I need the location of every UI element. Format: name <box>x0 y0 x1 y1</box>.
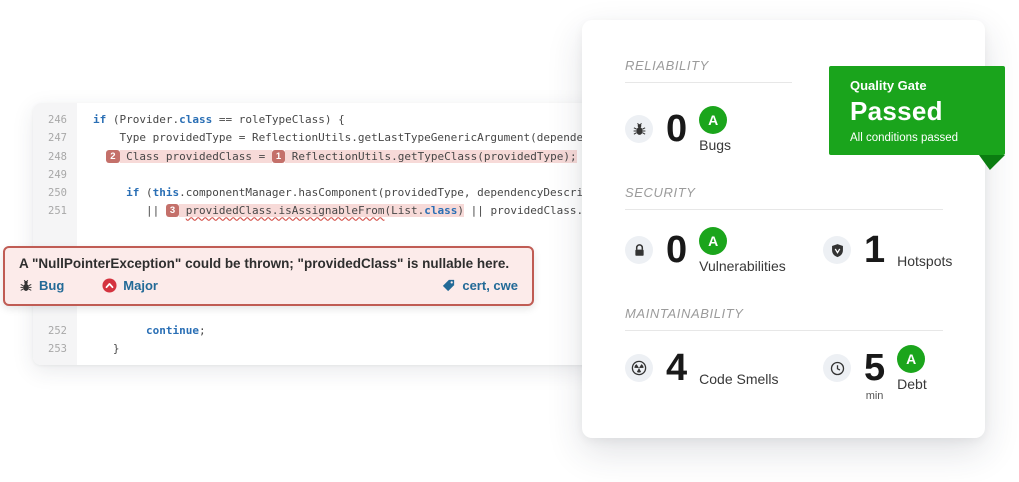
code-line: 251 || 3 providedClass.isAssignableFrom(… <box>33 202 595 220</box>
rating-badge: A <box>897 344 926 373</box>
issue-tags-label: cert, cwe <box>462 278 518 293</box>
section-title: RELIABILITY <box>625 58 709 73</box>
code-line: 249 <box>33 166 595 184</box>
metric-label-col: Hotspots <box>897 231 952 269</box>
rating-badge: A <box>699 105 728 134</box>
code-line: 252 continue; <box>33 322 595 340</box>
rating-badge: A <box>699 226 728 255</box>
code-line-text: if (this.componentManager.hasComponent(p… <box>126 186 595 200</box>
issue-tags[interactable]: cert, cwe <box>441 278 518 293</box>
metric-value: 5 <box>864 347 886 389</box>
code-line: 250 if (this.componentManager.hasCompone… <box>33 184 595 202</box>
lock-icon <box>625 236 653 264</box>
metric-value: 0 <box>666 229 688 271</box>
issue-location-chip[interactable]: 2 <box>106 149 120 163</box>
metric-value-wrap: 1 <box>864 231 885 269</box>
issue-severity[interactable]: Major <box>102 278 158 293</box>
line-number: 250 <box>48 187 67 200</box>
metric-value-wrap: 4 <box>666 349 687 387</box>
code-line-text: continue; <box>145 323 206 337</box>
clock-icon <box>823 354 851 382</box>
issue-message: A "NullPointerException" could be thrown… <box>19 256 510 271</box>
metric-label-col: A Bugs <box>699 105 732 153</box>
code-line: 246 if (Provider.class == roleTypeClass) … <box>33 111 595 129</box>
issue-severity-label: Major <box>123 278 158 293</box>
line-number: 253 <box>48 343 67 356</box>
issue-type-label: Bug <box>39 278 65 293</box>
metric-label: Vulnerabilities <box>699 257 786 274</box>
metric-label: Code Smells <box>699 371 779 387</box>
section-title: SECURITY <box>625 185 696 200</box>
metric-label: Bugs <box>699 136 732 153</box>
code-line-text: } <box>93 342 120 356</box>
section-divider <box>625 330 943 331</box>
issue-location-chip[interactable]: 1 <box>271 149 286 163</box>
code-line: 253 } <box>33 340 595 358</box>
metric-value-wrap: 0 <box>666 110 687 148</box>
code-line-text: || 3 providedClass.isAssignableFrom(List… <box>93 204 595 218</box>
quality-gate-badge: Quality Gate Passed All conditions passe… <box>829 66 1005 155</box>
code-line-text: 2 Class providedClass = 1 ReflectionUtil… <box>77 148 595 166</box>
section-divider <box>625 82 792 83</box>
metric-label-col: A Debt <box>897 344 927 392</box>
metric-label-col: A Vulnerabilities <box>699 226 786 274</box>
line-number: 252 <box>48 324 67 337</box>
metric-label-col: Code Smells <box>699 349 778 387</box>
section-divider <box>625 209 943 210</box>
tag-icon <box>441 278 456 293</box>
metric-label: Hotspots <box>897 253 953 269</box>
bug-icon <box>19 279 33 293</box>
code-line-text <box>77 166 595 184</box>
metric-value: 1 <box>864 229 886 271</box>
issue-meta-row: Bug Major cert, cwe <box>19 278 518 293</box>
code-lines: 246 if (Provider.class == roleTypeClass) … <box>33 111 595 358</box>
quality-gate-status: Passed <box>850 96 943 126</box>
code-smell-icon <box>625 354 653 382</box>
code-line: 248 2 Class providedClass = 1 Reflection… <box>33 148 595 166</box>
line-number: 247 <box>48 132 67 145</box>
code-line: 247 Type providedType = ReflectionUtils.… <box>33 129 595 147</box>
metric-value: 4 <box>666 347 688 389</box>
code-line-text: Type providedType = ReflectionUtils.getL… <box>93 131 595 145</box>
quality-gate-subtitle: All conditions passed <box>850 132 959 144</box>
metric-label: Debt <box>897 375 927 392</box>
bug-icon <box>625 115 653 143</box>
metric-unit: min <box>865 390 884 402</box>
line-number: 249 <box>48 168 67 181</box>
metric-value-wrap: 0 <box>666 231 687 269</box>
line-number: 251 <box>48 205 67 218</box>
issue-location-chip[interactable]: 3 <box>165 204 180 218</box>
metric-value: 0 <box>666 108 688 150</box>
issue-tooltip: A "NullPointerException" could be thrown… <box>3 246 534 306</box>
code-editor-panel: 246 if (Provider.class == roleTypeClass) … <box>33 103 595 365</box>
line-number: 248 <box>48 150 67 163</box>
section-title: MAINTAINABILITY <box>625 306 744 321</box>
severity-major-icon <box>102 278 117 293</box>
line-number: 246 <box>48 114 67 126</box>
quality-gate-title: Quality Gate <box>850 78 927 93</box>
issue-type[interactable]: Bug <box>19 278 64 293</box>
shield-icon <box>823 236 851 264</box>
code-line-text: if (Provider.class == roleTypeClass) { <box>93 113 345 126</box>
